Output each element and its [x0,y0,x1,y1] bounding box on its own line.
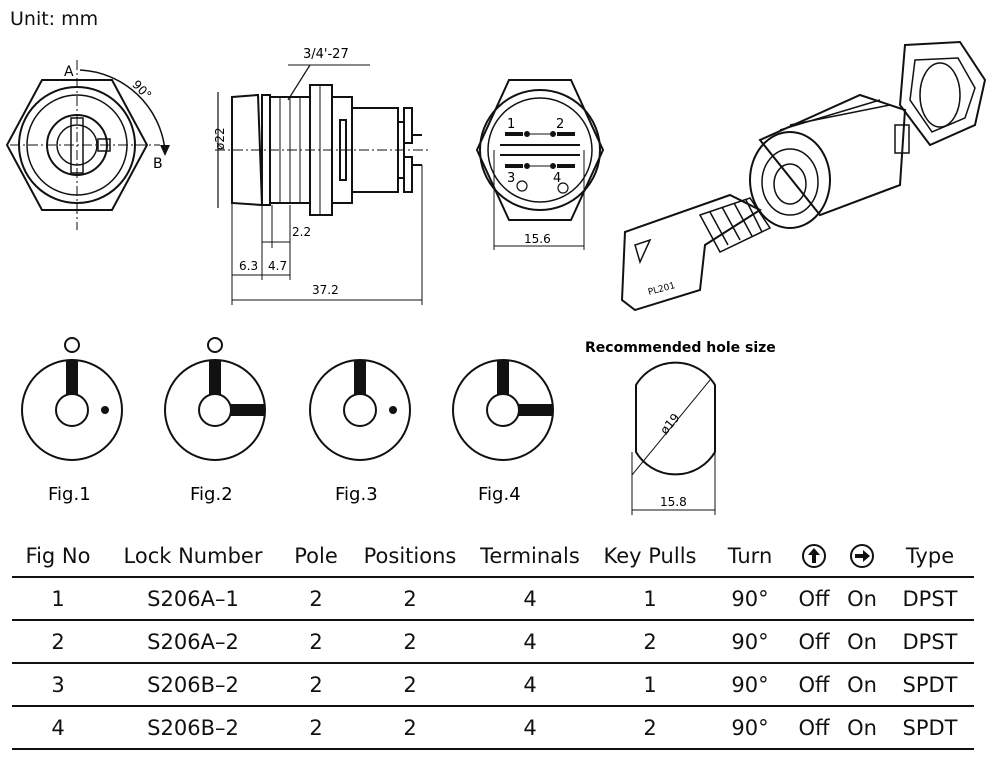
cell-positions: 2 [350,577,470,621]
dim-6-3: 6.3 [239,259,258,273]
arrow-right-circle-icon [850,544,874,568]
cell-right: On [838,663,886,707]
angle-label: 90° [129,77,154,102]
dim-2-2: 2.2 [292,225,311,239]
cell-positions: 2 [350,620,470,664]
fig-1-label: Fig.1 [48,484,91,505]
header-fig-no: Fig No [12,536,104,578]
cell-type: SPDT [886,706,974,750]
cell-lock: S206A–1 [104,577,282,621]
fig-2-diagram [164,337,266,461]
cell-key-pulls: 2 [590,620,710,664]
cell-positions: 2 [350,663,470,707]
cell-terminals: 4 [470,706,590,750]
header-type: Type [886,536,974,578]
arrow-up-circle-icon [802,544,826,568]
cell-pole: 2 [282,706,350,750]
cell-turn: 90° [710,577,790,621]
fig-4-label: Fig.4 [478,484,521,505]
cell-terminals: 4 [470,663,590,707]
cell-key-pulls: 2 [590,706,710,750]
cell-fig: 3 [12,663,104,707]
hole-title: Recommended hole size [585,340,776,356]
dim-37-2: 37.2 [312,283,339,297]
cell-right: On [838,706,886,750]
cell-up: Off [790,663,838,707]
terminal-1-label: 1 [507,117,515,132]
dim-4-7: 4.7 [268,259,287,273]
cell-fig: 2 [12,620,104,664]
terminal-4-label: 4 [553,171,561,186]
cell-fig: 1 [12,577,104,621]
cell-pole: 2 [282,620,350,664]
hole-diameter-label: ø19 [657,411,682,437]
cell-up: Off [790,577,838,621]
hole-width-label: 15.8 [660,495,687,509]
header-terminals: Terminals [470,536,590,578]
fig-3-label: Fig.3 [335,484,378,505]
cell-up: Off [790,706,838,750]
cell-turn: 90° [710,706,790,750]
hole-size-diagram [631,361,716,515]
header-up [790,536,838,578]
cell-right: On [838,620,886,664]
terminal-2-label: 2 [556,117,564,132]
cell-lock: S206B–2 [104,663,282,707]
key-brand-label: PL201 [647,281,676,298]
front-view [5,60,170,230]
cell-key-pulls: 1 [590,663,710,707]
fig-3-diagram [309,359,411,461]
header-lock-number: Lock Number [104,536,282,578]
cell-turn: 90° [710,663,790,707]
cell-up: Off [790,620,838,664]
diameter-label: ø22 [213,127,227,150]
cell-turn: 90° [710,620,790,664]
position-b-label: B [153,156,163,172]
header-positions: Positions [350,536,470,578]
side-view [215,64,430,305]
cell-type: SPDT [886,663,974,707]
cell-lock: S206A–2 [104,620,282,664]
cell-positions: 2 [350,706,470,750]
fig-4-diagram [452,359,554,461]
cell-lock: S206B–2 [104,706,282,750]
cell-pole: 2 [282,663,350,707]
back-view [475,79,605,250]
header-key-pulls: Key Pulls [590,536,710,578]
technical-drawing: A B 90° 3/4'-27 ø22 2.2 6.3 4.7 37 [5,40,987,515]
cell-type: DPST [886,620,974,664]
header-turn: Turn [710,536,790,578]
fig-2-label: Fig.2 [190,484,233,505]
cell-pole: 2 [282,577,350,621]
position-a-label: A [64,64,74,80]
dim-15-6: 15.6 [524,232,551,246]
unit-label: Unit: mm [10,8,99,30]
cell-right: On [838,577,886,621]
header-right [838,536,886,578]
header-pole: Pole [282,536,350,578]
fig-1-diagram [21,337,123,461]
table-header-row: Fig No Lock Number Pole Positions Termin… [12,536,974,578]
cell-type: DPST [886,577,974,621]
cell-terminals: 4 [470,620,590,664]
cell-fig: 4 [12,706,104,750]
spec-table: Fig No Lock Number Pole Positions Termin… [12,536,974,750]
cell-terminals: 4 [470,577,590,621]
terminal-3-label: 3 [507,171,515,186]
thread-label: 3/4'-27 [303,47,349,62]
cell-key-pulls: 1 [590,577,710,621]
product-illustration [620,40,987,312]
